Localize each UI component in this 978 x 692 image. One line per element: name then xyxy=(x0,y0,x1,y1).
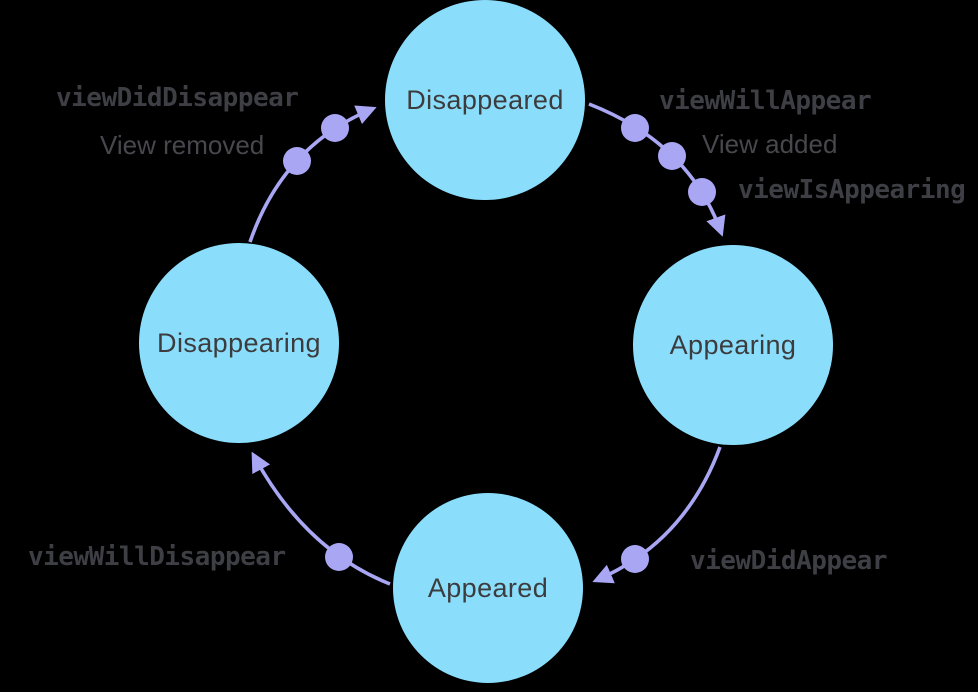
label-view-added: View added xyxy=(702,129,838,159)
dot-view-is-appearing xyxy=(688,178,716,206)
dot-view-did-appear xyxy=(621,545,649,573)
dot-view-added xyxy=(658,142,686,170)
state-disappeared: Disappeared xyxy=(385,0,585,200)
state-appeared: Appeared xyxy=(393,493,583,683)
arrow-appeared-to-disappearing xyxy=(251,451,391,586)
dot-view-did-disappear xyxy=(283,147,311,175)
dot-view-removed xyxy=(321,114,349,142)
state-disappearing-label: Disappearing xyxy=(157,327,321,358)
arrow-appearing-to-appeared xyxy=(592,446,722,584)
label-view-did-disappear: viewDidDisappear xyxy=(56,83,299,113)
label-view-did-appear: viewDidAppear xyxy=(690,546,888,576)
state-appeared-label: Appeared xyxy=(427,572,549,603)
state-appearing: Appearing xyxy=(633,245,833,445)
arrow-disappearing-to-disappeared xyxy=(248,105,377,243)
dot-view-will-appear xyxy=(621,114,649,142)
dot-view-will-disappear xyxy=(325,543,353,571)
label-view-will-appear: viewWillAppear xyxy=(659,86,872,116)
state-appearing-label: Appearing xyxy=(669,329,797,360)
label-view-is-appearing: viewIsAppearing xyxy=(738,175,966,205)
label-view-will-disappear: viewWillDisappear xyxy=(28,542,286,572)
arrow-disappeared-to-appearing xyxy=(588,102,726,237)
label-view-removed: View removed xyxy=(100,130,265,160)
state-disappeared-label: Disappeared xyxy=(406,84,564,115)
state-disappearing: Disappearing xyxy=(139,243,339,443)
